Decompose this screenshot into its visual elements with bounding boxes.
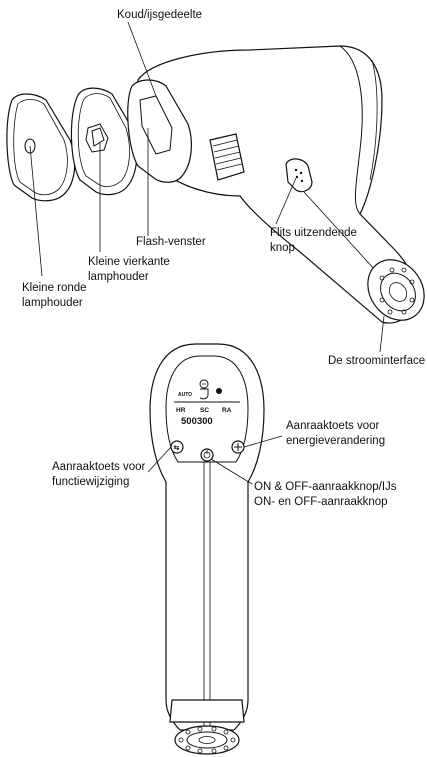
function-key-icon: ⇆: [174, 444, 180, 452]
label-flash-button-line2: knop: [270, 242, 295, 254]
indicator-dot-icon: [216, 388, 222, 394]
display-mode-sc: SC: [200, 407, 209, 414]
label-cold-ice-part: Koud/ijsgedeelte: [117, 9, 202, 21]
small-square-lamp-holder: [71, 88, 136, 195]
label-square-holder-line1: Kleine vierkante: [88, 256, 170, 268]
label-energy-key-line2: energieverandering: [286, 435, 385, 447]
device-front-view: [150, 344, 264, 754]
label-round-holder-line1: Kleine ronde: [22, 282, 87, 294]
label-onoff-line2: ON- en OFF-aanraakknop: [254, 496, 388, 508]
label-power-interface: De stroominterface: [328, 355, 425, 367]
display-auto: AUTO: [178, 392, 192, 398]
label-function-key-line2: functiewijziging: [52, 476, 129, 488]
label-round-holder-line2: lamphouder: [22, 297, 83, 309]
label-energy-key-line1: Aanraaktoets voor: [286, 420, 380, 432]
label-flash-button-line1: Flits uitzendende: [270, 227, 357, 239]
energy-touch-key: [232, 441, 244, 453]
display-mode-ra: RA: [222, 407, 232, 414]
label-square-holder-line2: lamphouder: [88, 271, 149, 283]
display-mode-hr: HR: [176, 407, 186, 414]
device-body-side: [128, 46, 427, 331]
small-round-lamp-holder: [7, 94, 75, 201]
display-counter: 500300: [181, 416, 213, 427]
label-onoff-line1: ON & OFF-aanraakknop/IJs: [254, 481, 397, 493]
label-flash-window: Flash-venster: [136, 236, 206, 248]
label-function-key-line1: Aanraaktoets voor: [52, 461, 146, 473]
function-touch-key: ⇆: [171, 441, 183, 453]
